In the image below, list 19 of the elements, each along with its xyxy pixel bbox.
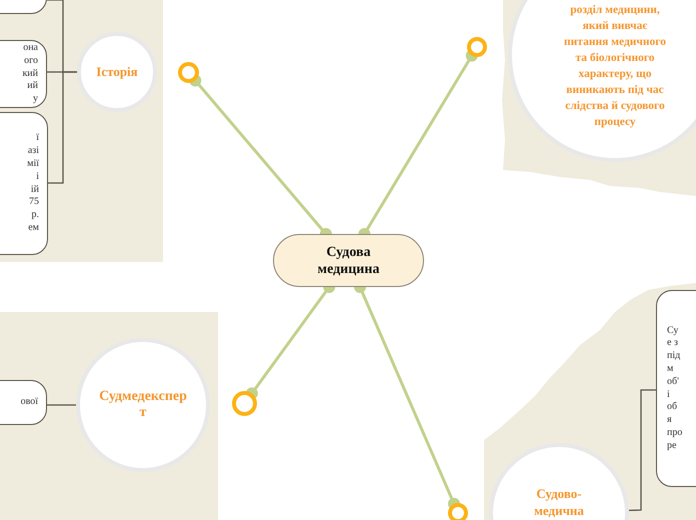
subtopic-text: ї азі мії і ій 75 р. ем bbox=[27, 132, 39, 235]
subtopic-text: Су е з під м об' і об я про ре bbox=[667, 324, 682, 452]
topic-label: Судмедексперт bbox=[98, 389, 188, 421]
connector-ring bbox=[467, 37, 487, 57]
topic-title: Судова медицина bbox=[316, 244, 380, 278]
subtopic-box bbox=[0, 112, 48, 255]
connector-line bbox=[48, 71, 77, 184]
subtopic-text: ової bbox=[20, 396, 38, 409]
subtopic-box bbox=[0, 40, 47, 108]
connector-ring bbox=[448, 503, 468, 520]
connector-ring bbox=[232, 391, 257, 416]
topic-label: розділ медицини, який вивчає питання медичного та біологічного характеру, що виникають під час слідства й судового процесу bbox=[563, 3, 667, 130]
central-topic-box bbox=[273, 234, 424, 287]
topic-label: Судово-медична bbox=[533, 485, 585, 519]
connector-line bbox=[628, 389, 656, 512]
subtopic-text: она ого кий ий у bbox=[22, 42, 38, 106]
topic-label: Історія bbox=[96, 64, 138, 80]
connector-ring bbox=[178, 62, 199, 83]
connector-line bbox=[47, 404, 76, 406]
